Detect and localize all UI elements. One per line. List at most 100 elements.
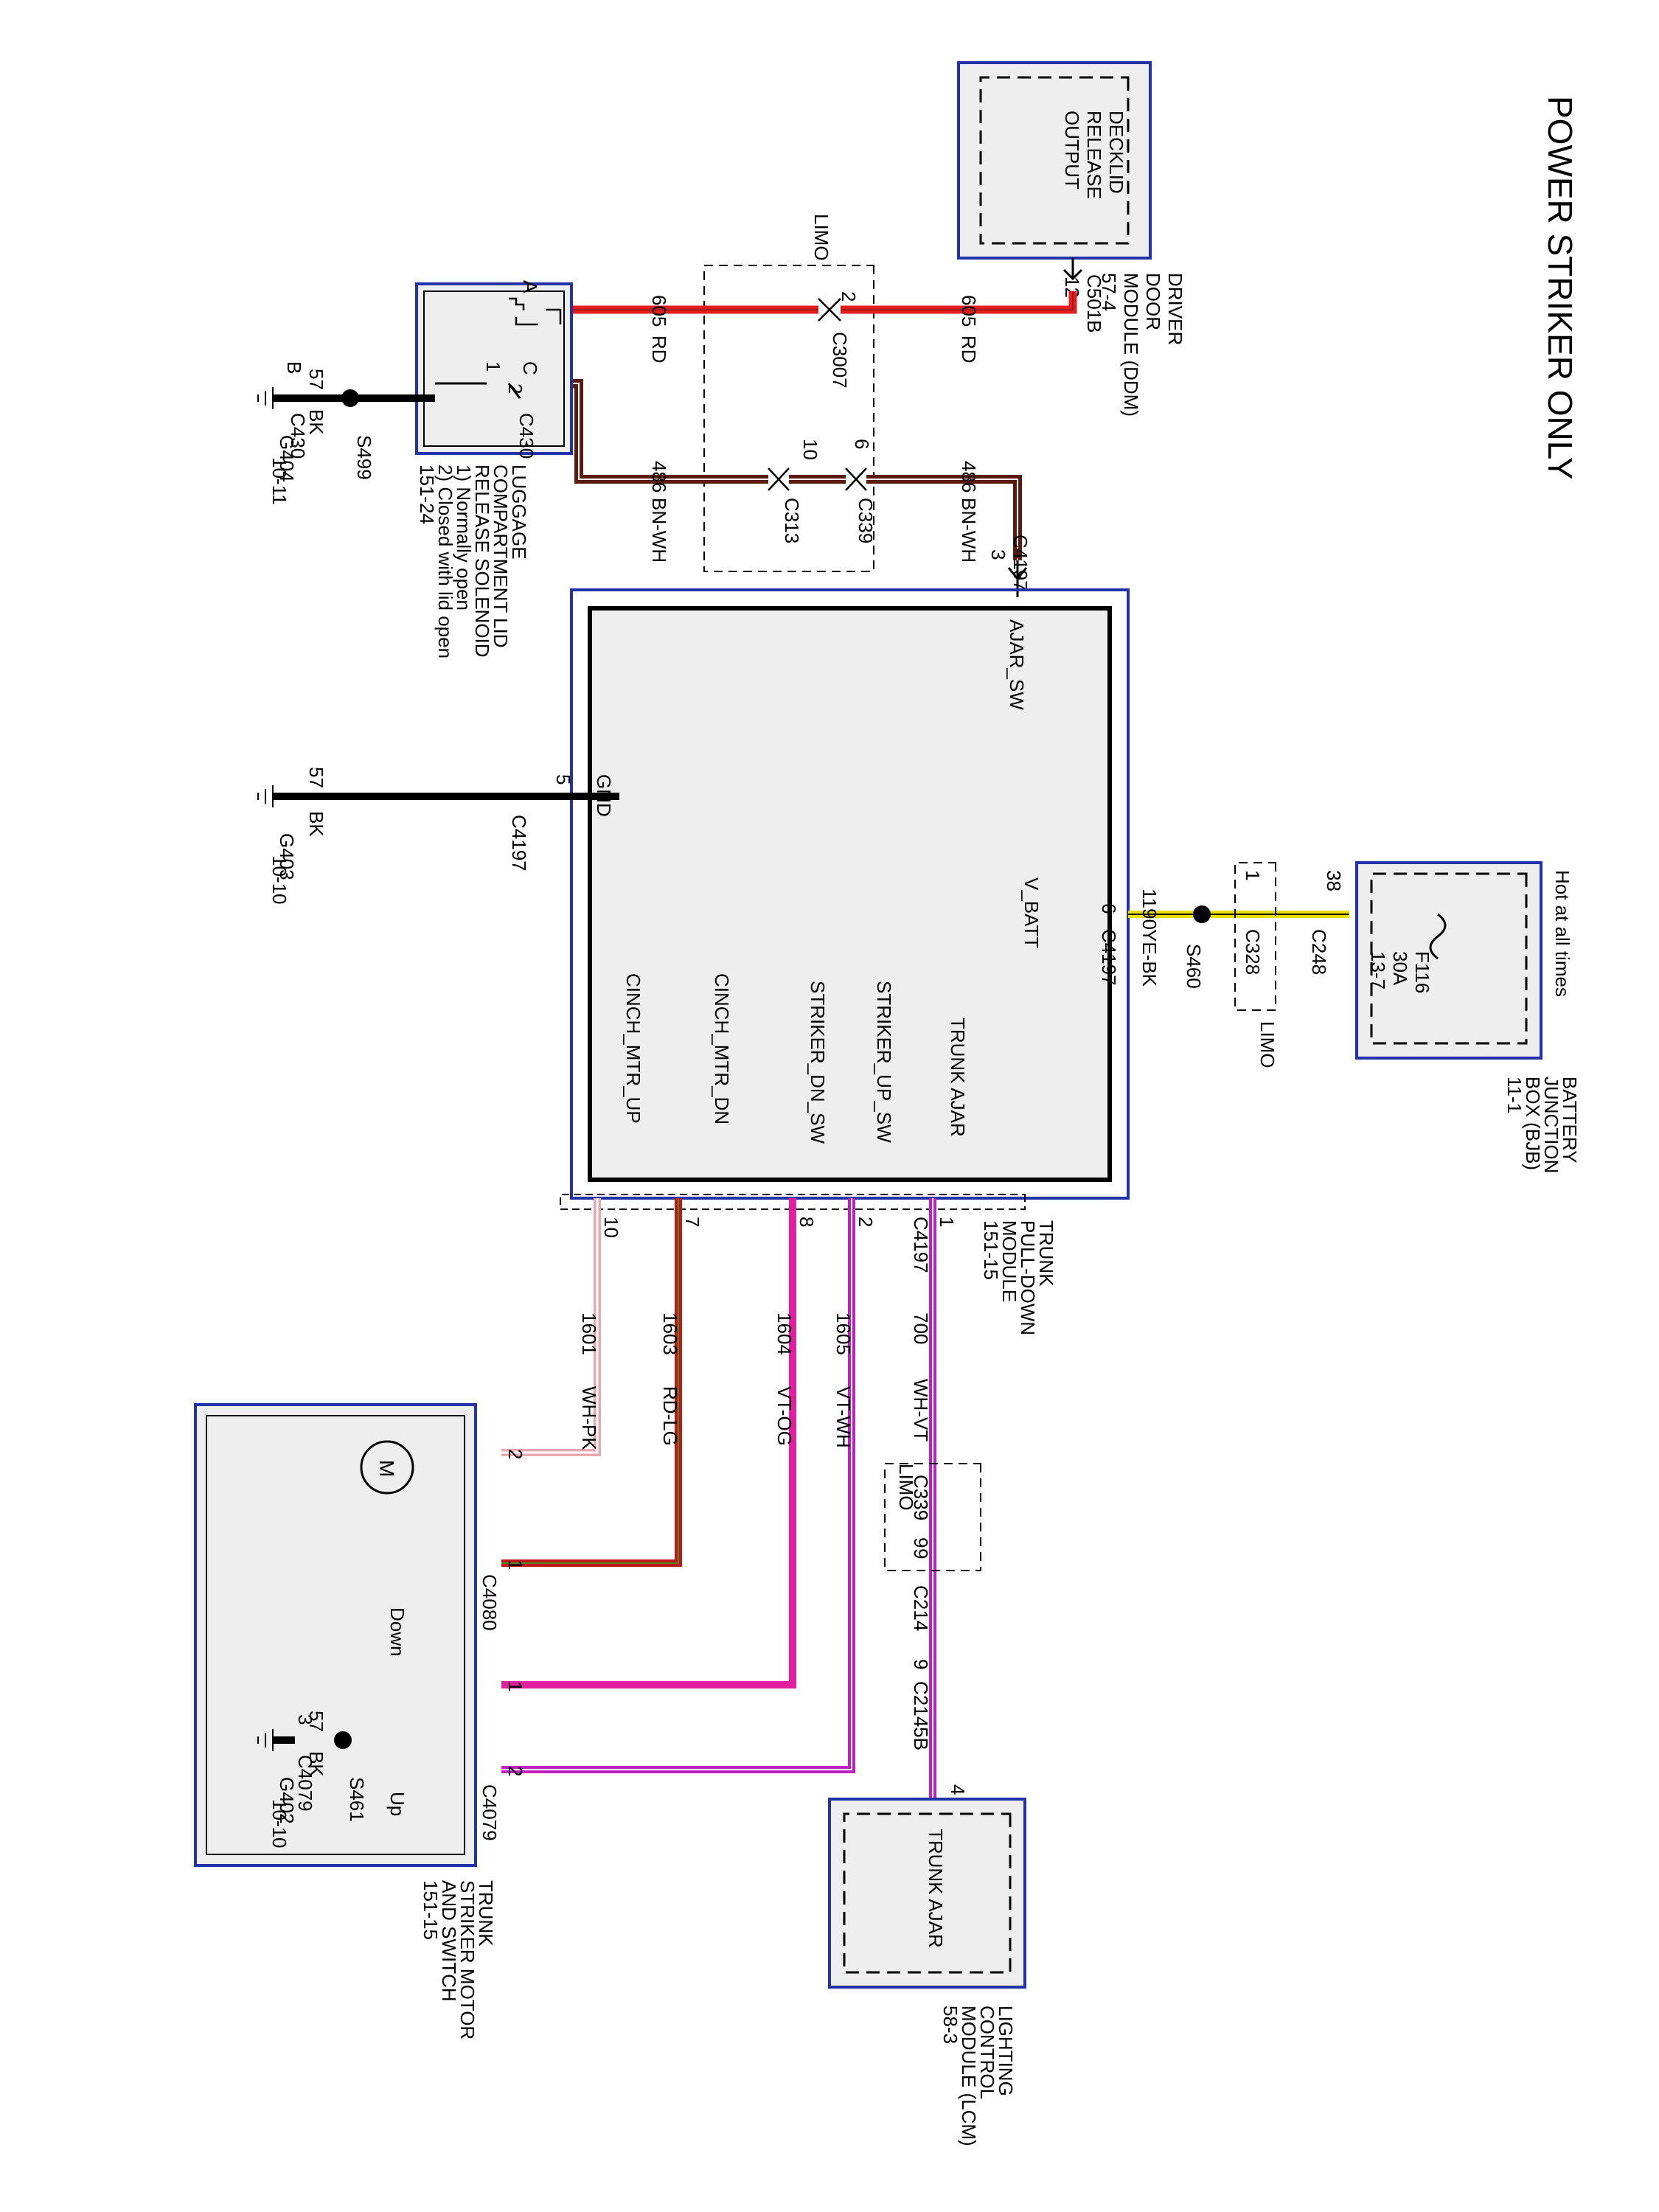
g402-name: G402 [276,1777,298,1824]
c4080-pin2: 2 [504,1449,526,1459]
wire-605-color-left: RD [648,335,670,364]
limo-box-c328 [1234,862,1276,1011]
wire-700: 1 C4197 700 WH-VT [910,1198,958,1799]
tpdm-name-3: MODULE [998,1220,1020,1302]
c4197-pin10: 10 [600,1217,622,1238]
bjb-pin: 38 [1323,870,1345,891]
diagram-title: POWER STRIKER ONLY [1541,96,1579,480]
lighting-control-module: TRUNK AJAR LIGHTING CONTROL MODULE (LCM)… [828,1798,1026,2146]
wire-1190: 1190 YE-BK 6 C4197 S460 [1098,888,1349,989]
trunk-striker-motor: M Down Up 2 1 C4080 1 2 C4079 3 C4079 TR… [194,1403,526,2039]
wire-1603: 7 1603 RD-LG [501,1198,703,1567]
wire-1603-color: RD-LG [659,1386,681,1446]
connector-c3007: 2 C3007 [818,291,860,389]
c339-lower-pin: 9 [910,1537,932,1548]
lcm-name-3: MODULE (LCM) [958,2006,980,2146]
limo-label-upper: LIMO [810,214,832,261]
bjb-name-3: BOX (BJB) [1522,1077,1544,1170]
wire-1604: 8 1604 VT-OG [501,1198,818,1688]
wire-605-color-right: RD [958,335,980,364]
wire-1604-circuit: 1604 [773,1312,796,1355]
c4079-label: C4079 [479,1784,501,1841]
connector-c313: 10 C313 [768,439,821,543]
wire-486-circuit-left: 486 [648,461,670,493]
bjb-name-1: BATTERY [1559,1077,1581,1164]
g403-color: BK [305,811,327,837]
tpdm-name-4: 151-15 [980,1220,1002,1280]
ddm-connector: C501B [1083,274,1105,333]
solenoid-name-3: RELEASE SOLENOID [471,465,493,658]
g404-circuit: 57 [305,369,327,390]
c4080-pin1: 1 [504,1559,526,1570]
tpdm-cinch-dn: CINCH_MTR_DN [711,973,733,1124]
ddm-name-2: DOOR [1142,273,1164,330]
c4197-pin7: 7 [681,1217,703,1227]
solenoid-pin-c: C [519,361,541,375]
solenoid-sw2: 2 [504,383,526,394]
c4197-pin8: 8 [796,1217,818,1227]
c4079-pin2: 2 [504,1766,526,1776]
g403-circuit: 57 [305,767,327,788]
wire-700-circuit: 700 [910,1312,932,1344]
c4197-vbatt-pin: 6 [1098,903,1120,914]
solenoid-connector-left: C430 [287,413,309,459]
g404-ref: 10-11 [268,457,291,505]
motor-name-4: 151-15 [420,1880,442,1940]
tpdm-striker-up: STRIKER_UP_SW [873,981,895,1143]
c4197-ajar-label: C4197 [1009,535,1032,591]
c339-pin: 6 [851,439,873,449]
c2145b-pin: 4 [947,1784,969,1795]
g402-circuit: 57 [305,1711,327,1732]
bjb-name-4: 11-1 [1503,1077,1526,1113]
ddm-module: DECKLID RELEASE OUTPUT DRIVER DOOR MODUL… [957,61,1186,417]
limo-box-upper [703,265,874,572]
solenoid: 1 2 A B C C430 C430 LUGGAGE COMPARTMENT … [283,280,573,658]
g403-name: G403 [276,833,298,880]
c4080-label: C4080 [479,1574,501,1631]
motor-name-1: TRUNK [475,1880,497,1947]
wire-1605-circuit: 1605 [832,1312,855,1355]
limo-box-lower [884,1463,981,1571]
bjb-fuse-1: F116 [1411,951,1433,993]
c4197-trunk-label: C4197 [910,1217,932,1273]
s461-label: S461 [346,1777,368,1822]
wire-1605: 2 1605 VT-WH [501,1198,877,1773]
ground-g404: 57 BK S499 G404 10-11 [257,369,435,505]
solenoid-name-2: COMPARTMENT LID [490,465,512,647]
c339-lower-pin2: 9 [910,1548,932,1559]
c214-label: C214 [910,1585,932,1631]
solenoid-pin-b: B [283,361,305,374]
c339-lower-label: C339 [910,1475,932,1520]
ddm-inner-1: DECKLID [1105,111,1127,194]
g402-ref: 10-10 [268,1799,291,1848]
solenoid-connector-right: C430 [515,413,538,459]
wire-1603-circuit: 1603 [659,1312,681,1355]
tpdm-trunk-ajar: TRUNK AJAR [947,1018,969,1137]
wire-1601: 10 1601 WH-PK [501,1198,622,1456]
g404-color: BK [305,409,327,435]
bjb-fuse-3: 13-7 [1367,951,1389,990]
ground-g403: 5 C4197 57 BK G403 10-10 [257,767,619,905]
c313-label: C313 [781,498,803,543]
trunk-pulldown-module: AJAR_SW GND V_BATT TRUNK AJAR STRIKER_UP… [570,588,1130,1335]
c3007-label: C3007 [829,332,851,389]
lcm-name-4: 58-3 [939,2006,961,2044]
c328-pin: 1 [1242,870,1264,880]
solenoid-name-6: 151-24 [416,465,438,524]
wire-1190-color: YE-BK [1138,929,1161,987]
ddm-inner-2: RELEASE [1083,111,1105,199]
ddm-name-1: DRIVER [1164,273,1186,345]
wire-1601-color: WH-PK [578,1386,600,1450]
c313-pin: 10 [799,439,821,460]
tpdm-name-1: TRUNK [1035,1220,1057,1287]
solenoid-sw1: 1 [482,361,504,372]
wire-605-circuit-left: 605 [648,295,670,327]
c4197-ajar-pin: 3 [987,549,1009,560]
ground-g402: 57 BK S461 G402 10-10 [257,1711,368,1848]
g404-name: G404 [276,435,298,482]
bjb-name-2: JUNCTION [1540,1077,1562,1173]
c4197-lower-dashed [560,1194,1026,1210]
c4197-pin2: 2 [855,1217,877,1227]
wire-486-circuit-right: 486 [958,461,980,493]
